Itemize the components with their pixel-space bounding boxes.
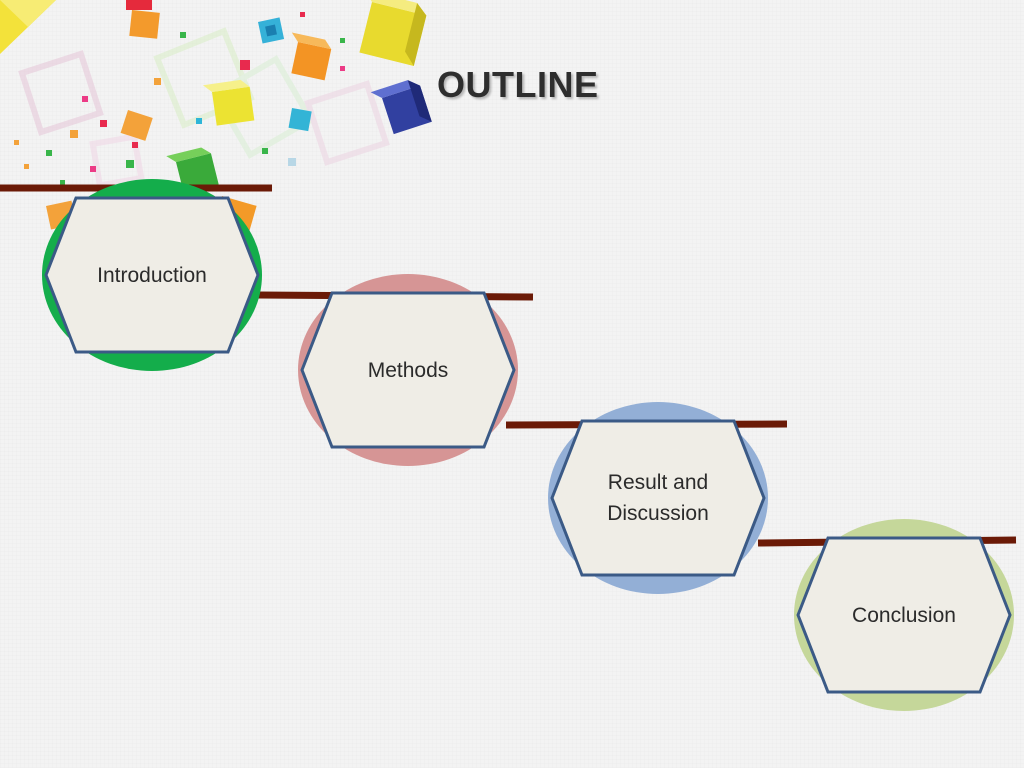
confetti bbox=[90, 166, 96, 172]
confetti bbox=[340, 66, 345, 71]
confetti bbox=[196, 118, 202, 124]
orange-small-cube bbox=[120, 110, 153, 141]
confetti bbox=[126, 160, 134, 168]
step-hexagon bbox=[550, 419, 766, 577]
step-hexagon bbox=[44, 196, 260, 354]
outline-step-1 bbox=[42, 179, 262, 371]
cyan-cube bbox=[258, 17, 285, 44]
confetti bbox=[82, 96, 88, 102]
outline-step-2 bbox=[298, 274, 518, 466]
teal-cube bbox=[288, 108, 312, 132]
yellow-cube bbox=[359, 0, 427, 67]
step-label-3: Result and Discussion bbox=[607, 471, 709, 525]
outline-square bbox=[18, 50, 104, 136]
green-cube bbox=[166, 147, 219, 194]
blue-cube bbox=[370, 80, 432, 135]
confetti bbox=[300, 12, 305, 17]
outline-square bbox=[89, 133, 145, 189]
confetti bbox=[24, 164, 29, 169]
confetti bbox=[14, 140, 19, 145]
confetti bbox=[154, 78, 161, 85]
confetti bbox=[340, 38, 345, 43]
decorative-cubes bbox=[0, 0, 432, 237]
confetti bbox=[240, 60, 250, 70]
orange-cube bbox=[291, 32, 332, 81]
step-label-2: Methods bbox=[367, 358, 449, 382]
confetti bbox=[70, 130, 78, 138]
confetti bbox=[262, 148, 268, 154]
yellow-small-cube bbox=[202, 79, 255, 126]
step-label-4: Conclusion bbox=[852, 603, 956, 627]
red-cube-top bbox=[126, 0, 152, 10]
confetti bbox=[46, 150, 52, 156]
confetti bbox=[180, 32, 186, 38]
yellow-triangle-shade bbox=[0, 0, 56, 27]
confetti bbox=[288, 158, 296, 166]
confetti bbox=[60, 180, 65, 185]
confetti bbox=[100, 120, 107, 127]
step-hexagon bbox=[796, 536, 1012, 694]
step-label-1: Introduction bbox=[97, 263, 207, 287]
outline-step-3 bbox=[548, 402, 768, 594]
orange-cube-top bbox=[129, 9, 160, 39]
confetti bbox=[132, 142, 138, 148]
step-hexagon bbox=[300, 291, 516, 449]
outline-square bbox=[211, 55, 315, 159]
outline-step-4 bbox=[794, 519, 1014, 711]
outline-square bbox=[304, 80, 390, 166]
slide-title: OUTLINE bbox=[437, 64, 599, 105]
